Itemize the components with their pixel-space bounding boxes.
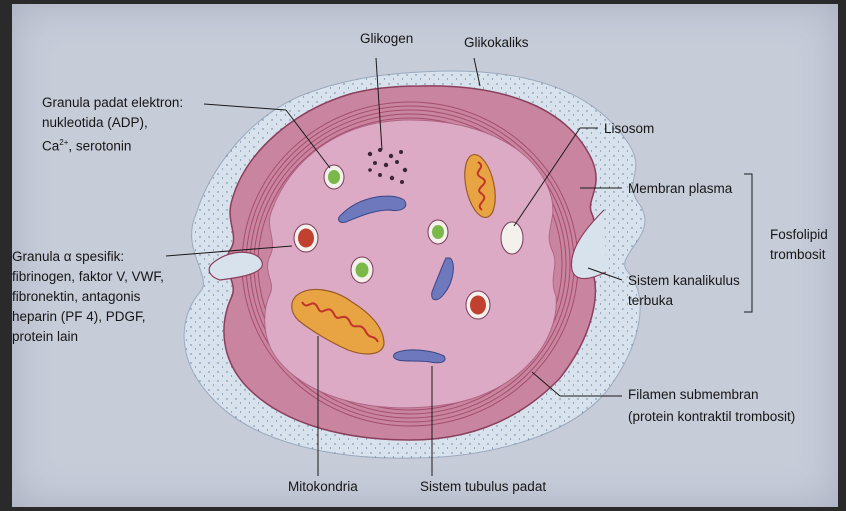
kanalikulus-line-2: terbuka bbox=[628, 292, 673, 310]
lysosome bbox=[501, 222, 523, 254]
granula-alpha-line-1: Granula α spesifik: bbox=[12, 248, 124, 266]
granula-alpha-line-5: protein lain bbox=[12, 328, 78, 346]
granula-padat-line-2: nukleotida (ADP), bbox=[42, 114, 148, 132]
cytoplasm bbox=[265, 120, 557, 408]
alpha-granule-2 bbox=[466, 291, 490, 319]
kanalikulus-line-1: Sistem kanalikulus bbox=[628, 272, 740, 290]
label-lisosom: Lisosom bbox=[604, 120, 654, 138]
granula-alpha-line-4: heparin (PF 4), PDGF, bbox=[12, 308, 146, 326]
label-glikogen: Glikogen bbox=[360, 30, 413, 48]
granula-alpha-line-2: fibrinogen, faktor V, VWF, bbox=[12, 268, 164, 286]
dense-granule-3 bbox=[351, 257, 373, 283]
label-glikokaliks: Glikokaliks bbox=[464, 34, 529, 52]
granula-padat-line-1: Granula padat elektron: bbox=[42, 94, 183, 112]
granula-padat-line-3: Ca2+, serotonin bbox=[42, 134, 131, 156]
fosfolipid-line-1: Fosfolipid bbox=[770, 226, 828, 244]
alpha-granule-1 bbox=[294, 224, 318, 252]
dense-granule-2 bbox=[428, 220, 448, 244]
dense-granule-1 bbox=[324, 165, 344, 189]
fosfolipid-line-2: trombosit bbox=[770, 246, 826, 264]
label-mitokondria: Mitokondria bbox=[288, 478, 358, 496]
granula-alpha-line-3: fibronektin, antagonis bbox=[12, 288, 140, 306]
fosfolipid-bracket bbox=[744, 174, 752, 312]
filamen-line-2: (protein kontraktil trombosit) bbox=[628, 408, 795, 426]
label-sistem-tubulus-padat: Sistem tubulus padat bbox=[420, 478, 546, 496]
label-membran-plasma: Membran plasma bbox=[628, 180, 732, 198]
filamen-line-1: Filamen submembran bbox=[628, 386, 759, 404]
